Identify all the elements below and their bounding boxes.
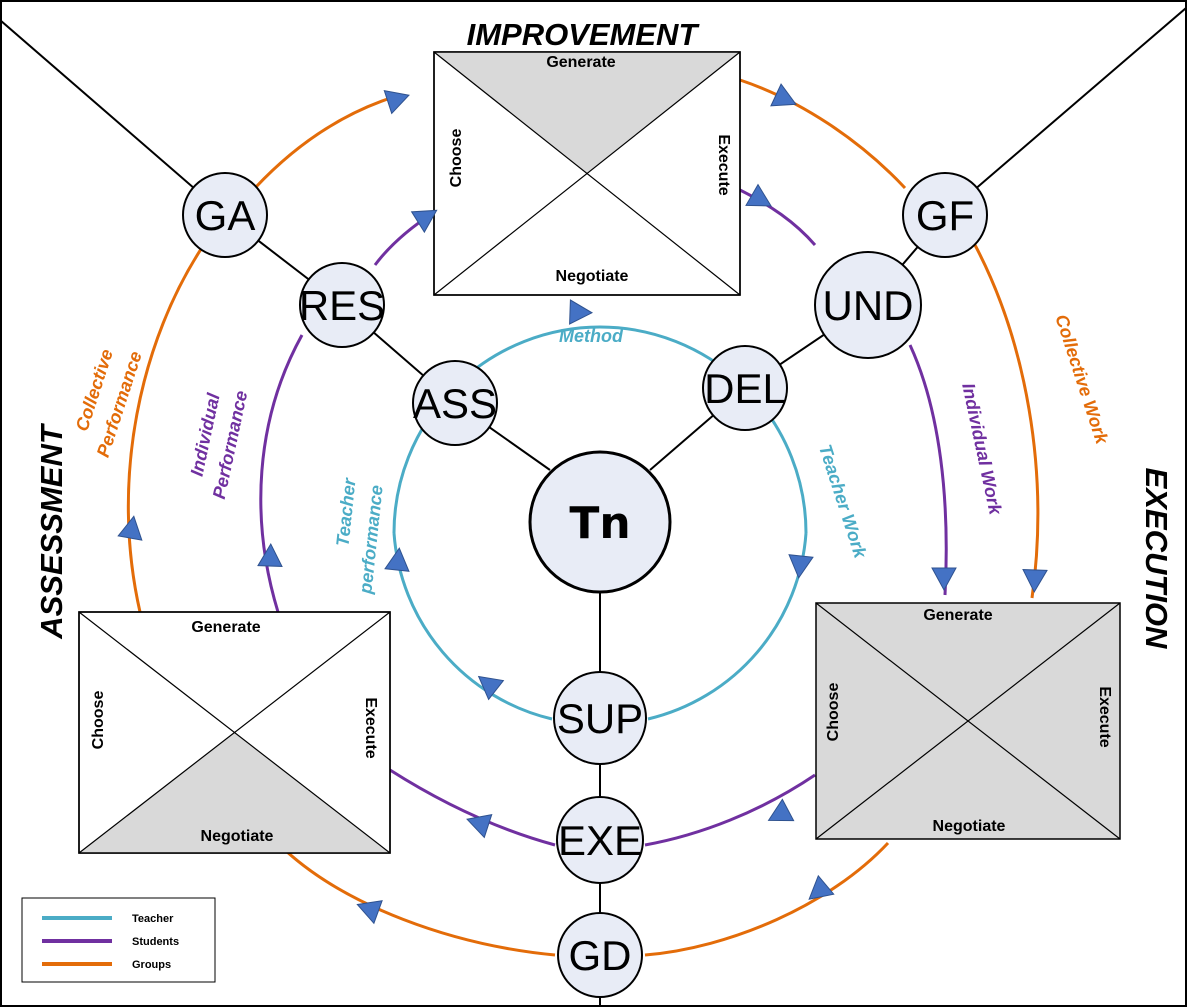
top-box-choose: Choose: [448, 129, 465, 188]
arrow-icon: [257, 542, 283, 567]
left-box: Generate Negotiate Choose Execute: [78, 611, 391, 854]
top-box: Generate Negotiate Choose Execute: [433, 51, 741, 296]
teacher-method-arc: [392, 325, 808, 534]
legend-teacher-label: Teacher: [132, 913, 174, 925]
arrow-icon: [466, 813, 493, 839]
svg-text:GF: GF: [916, 192, 974, 239]
arrow-icon: [477, 675, 505, 701]
node-res: RES: [299, 262, 385, 348]
arrow-icon: [356, 900, 383, 925]
arrow-icon: [767, 798, 795, 822]
title-assessment: ASSESSMENT: [34, 422, 69, 640]
node-und: UND: [814, 251, 922, 359]
label-teacher-work: Teacher Work: [815, 442, 871, 561]
right-box-execute: Execute: [1096, 686, 1113, 747]
label-individual-work: Individual Work: [958, 381, 1006, 517]
label-teacher-performance-1: Teacher: [333, 476, 360, 547]
left-box-negotiate-shade: [79, 732, 390, 853]
arrow-icon: [745, 183, 772, 207]
groups-ga-box-arc: [253, 93, 401, 190]
left-box-generate: Generate: [191, 619, 260, 636]
top-box-negotiate: Negotiate: [556, 268, 629, 285]
svg-text:DEL: DEL: [704, 365, 786, 412]
svg-text:RES: RES: [299, 282, 385, 329]
legend-students-label: Students: [132, 936, 179, 948]
groups-box-gf-arc: [739, 78, 907, 190]
svg-text:SUP: SUP: [557, 695, 643, 742]
node-ga: GA: [182, 172, 268, 258]
arrow-icon: [569, 299, 594, 325]
students-individual-work-arc: [908, 344, 948, 596]
arrow-icon: [384, 547, 410, 572]
right-box-choose: Choose: [825, 683, 842, 742]
students-exe-box-arc: [644, 773, 816, 847]
arrow-icon: [117, 515, 143, 541]
arrow-icon: [788, 554, 814, 579]
students-box-und-arc: [739, 188, 817, 246]
left-box-execute: Execute: [362, 697, 379, 758]
right-box: Generate Negotiate Choose Execute: [815, 602, 1121, 840]
top-box-generate-shade: [434, 52, 740, 173]
left-box-negotiate: Negotiate: [201, 828, 274, 845]
svg-text:ASS: ASS: [413, 380, 497, 427]
groups-gd-box-arc: [283, 848, 556, 957]
node-gf: GF: [902, 172, 988, 258]
node-del: DEL: [702, 345, 788, 431]
node-ass: ASS: [412, 360, 498, 446]
svg-text:Tn: Tn: [569, 498, 630, 549]
groups-collective-work-arc: [973, 244, 1040, 599]
teacher-performance-arc: [392, 532, 553, 721]
svg-text:GA: GA: [195, 192, 256, 239]
top-box-generate: Generate: [546, 54, 615, 71]
students-box-exe-arc: [389, 768, 556, 847]
label-method: Method: [559, 326, 624, 346]
arrow-icon: [410, 209, 438, 234]
connector-corner-right: [944, 7, 1186, 216]
node-exe: EXE: [556, 796, 644, 884]
teacher-work-arc: [647, 532, 808, 721]
arrow-icon: [770, 83, 797, 107]
arrow-icon: [808, 874, 835, 900]
legend-groups-label: Groups: [132, 959, 171, 971]
label-teacher-performance-2: performance: [355, 484, 386, 596]
arrow-icon: [931, 567, 957, 592]
node-gd: GD: [557, 912, 643, 998]
svg-text:EXE: EXE: [558, 817, 642, 864]
students-top-left-arc: [259, 334, 304, 613]
groups-box-gd-arc: [644, 841, 890, 957]
arrow-icon: [1022, 569, 1048, 594]
legend: Teacher Students Groups: [21, 897, 216, 983]
left-box-choose: Choose: [90, 691, 107, 750]
right-box-generate: Generate: [923, 607, 992, 624]
svg-text:GD: GD: [569, 932, 632, 979]
label-collective-work: Collective Work: [1051, 312, 1112, 447]
connector-corner-left: [0, 19, 226, 216]
arrow-icon: [383, 89, 410, 115]
node-sup: SUP: [553, 671, 647, 765]
title-execution: EXECUTION: [1139, 468, 1174, 649]
svg-text:UND: UND: [823, 282, 914, 329]
groups-collective-performance-arc: [126, 242, 207, 613]
node-center: Tn: [528, 450, 672, 594]
right-box-negotiate: Negotiate: [933, 818, 1006, 835]
title-improvement: IMPROVEMENT: [467, 17, 701, 52]
top-box-execute: Execute: [715, 134, 732, 195]
